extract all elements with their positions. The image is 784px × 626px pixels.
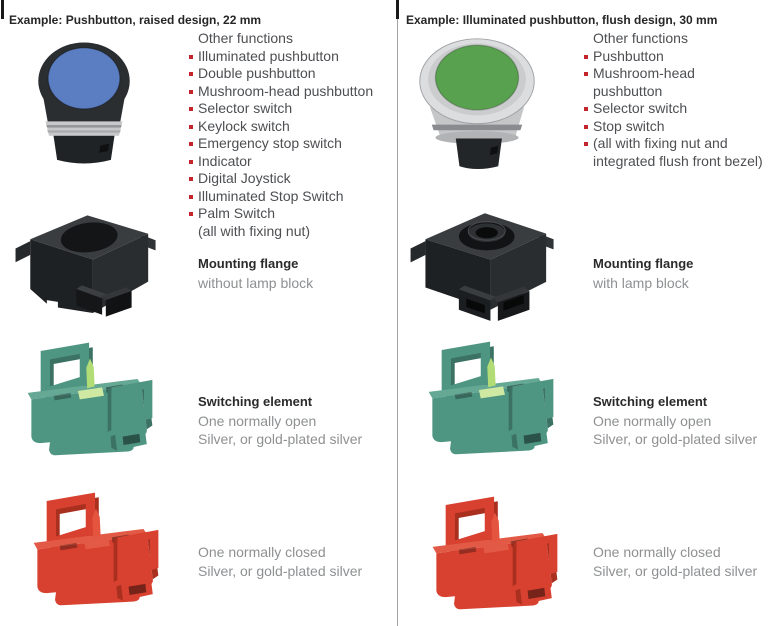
function-item: Mushroom-head pushbutton xyxy=(584,65,784,100)
function-item: Keylock switch xyxy=(189,118,397,136)
switching-element-closed-image xyxy=(26,488,166,609)
bullet-icon xyxy=(584,100,593,118)
switching-element-line2: Silver, or gold-plated silver xyxy=(198,431,363,447)
function-item-label: (all with fixing nut and integrated flus… xyxy=(593,135,763,169)
function-item: Mushroom-head pushbutton xyxy=(189,83,397,101)
pushbutton-raised-image xyxy=(30,38,138,168)
function-item-label: Emergency stop switch xyxy=(198,135,342,151)
function-item-label: Double pushbutton xyxy=(198,65,316,81)
switching-element-no-figure xyxy=(20,338,160,459)
bullet-icon xyxy=(189,100,198,118)
switching-element-line1: One normally open xyxy=(198,412,317,429)
switching-element-line1: One normally open xyxy=(593,412,712,429)
function-item: Emergency stop switch xyxy=(189,135,397,153)
function-item-label: Selector switch xyxy=(198,100,293,116)
function-item: Illuminated pushbutton xyxy=(189,48,397,66)
switching-element-closed-image xyxy=(425,492,565,613)
bullet-icon xyxy=(189,205,198,223)
bullet-icon xyxy=(189,65,198,83)
pushbutton-flush-figure xyxy=(417,33,537,172)
bullet-icon xyxy=(584,48,593,66)
switching-element-no-figure xyxy=(421,337,561,458)
switching-element-nc-figure xyxy=(425,492,565,613)
mounting-flange-figure xyxy=(10,202,162,318)
bullet-icon xyxy=(189,48,198,66)
function-item: (all with fixing nut) xyxy=(189,223,397,241)
pushbutton-raised-figure xyxy=(30,38,138,168)
switching-element-label: Switching element One normally open Silv… xyxy=(198,393,398,449)
mounting-flange-desc: with lamp block xyxy=(593,274,689,291)
function-item: Double pushbutton xyxy=(189,65,397,83)
switching-element-label: Switching element One normally open Silv… xyxy=(593,393,784,449)
column-divider xyxy=(397,0,398,626)
function-item: Palm Switch xyxy=(189,205,397,223)
switching-element-title: Switching element xyxy=(198,394,313,409)
function-item-label: Digital Joystick xyxy=(198,170,291,186)
other-functions-block: Other functions Pushbutton Mushroom-head… xyxy=(584,30,784,170)
function-item-label: Mushroom-head pushbutton xyxy=(593,65,695,99)
function-item-label: Keylock switch xyxy=(198,117,290,134)
mounting-flange-desc: without lamp block xyxy=(198,274,314,291)
function-item: Digital Joystick xyxy=(189,170,397,188)
column-header: Example: Illuminated pushbutton, flush d… xyxy=(406,12,718,27)
bullet-icon xyxy=(189,135,198,153)
header-tick xyxy=(396,0,399,19)
other-functions-block: Other functions Illuminated pushbutton D… xyxy=(189,30,397,240)
switching-element-closed-label: One normally closed Silver, or gold-plat… xyxy=(198,543,398,580)
switching-element-open-image xyxy=(421,337,561,458)
mounting-flange-image xyxy=(10,202,162,318)
bullet-icon xyxy=(189,153,198,171)
mounting-flange-lamp-image xyxy=(405,200,561,323)
function-item-label: Mushroom-head pushbutton xyxy=(198,82,374,99)
mounting-flange-label: Mounting flange without lamp block xyxy=(198,255,398,292)
function-item-label: Palm Switch xyxy=(198,205,276,221)
column-header: Example: Pushbutton, raised design, 22 m… xyxy=(9,12,262,27)
function-item-label: Selector switch xyxy=(593,100,688,116)
function-item: Pushbutton xyxy=(584,48,784,66)
function-item: Indicator xyxy=(189,153,397,171)
function-item: Illuminated Stop Switch xyxy=(189,188,397,206)
switching-element-line2: Silver, or gold-plated silver xyxy=(593,431,758,447)
function-item-label: Pushbutton xyxy=(593,47,664,64)
switching-element-closed-line2: Silver, or gold-plated silver xyxy=(593,562,758,579)
other-functions-list: Illuminated pushbutton Double pushbutton… xyxy=(189,48,397,241)
bullet-icon xyxy=(189,118,198,136)
pushbutton-flush-image xyxy=(417,33,537,172)
switching-element-nc-figure xyxy=(26,488,166,609)
function-item: Selector switch xyxy=(189,100,397,118)
function-item-label: Illuminated pushbutton xyxy=(198,47,339,64)
function-item-label: (all with fixing nut) xyxy=(198,222,311,239)
other-functions-heading: Other functions xyxy=(198,30,293,46)
function-item-label: Illuminated Stop Switch xyxy=(198,187,344,204)
other-functions-list: Pushbutton Mushroom-head pushbutton Sele… xyxy=(584,48,784,171)
mounting-flange-lamp-figure xyxy=(405,200,561,323)
function-item-label: Indicator xyxy=(198,152,252,169)
mounting-flange-title: Mounting flange xyxy=(593,256,694,271)
function-item: Stop switch xyxy=(584,118,784,136)
header-tick xyxy=(1,0,4,19)
switching-element-open-image xyxy=(20,338,160,459)
bullet-icon xyxy=(189,83,198,101)
bullet-icon xyxy=(584,65,593,83)
switching-element-closed-line1: One normally closed xyxy=(198,544,326,560)
switching-element-closed-label: One normally closed Silver, or gold-plat… xyxy=(593,543,784,580)
column-pushbutton-30mm: Example: Illuminated pushbutton, flush d… xyxy=(396,0,784,626)
column-pushbutton-22mm: Example: Pushbutton, raised design, 22 m… xyxy=(1,0,398,626)
function-item: Selector switch xyxy=(584,100,784,118)
function-item-label: Stop switch xyxy=(593,117,665,134)
switching-element-closed-line1: One normally closed xyxy=(593,544,721,560)
bullet-icon xyxy=(584,135,593,153)
switching-element-closed-line2: Silver, or gold-plated silver xyxy=(198,562,363,579)
other-functions-heading: Other functions xyxy=(593,30,688,46)
bullet-icon xyxy=(584,118,593,136)
mounting-flange-label: Mounting flange with lamp block xyxy=(593,255,784,292)
function-item: (all with fixing nut and integrated flus… xyxy=(584,135,784,170)
mounting-flange-title: Mounting flange xyxy=(198,256,299,271)
bullet-icon xyxy=(189,188,198,206)
switching-element-title: Switching element xyxy=(593,394,708,409)
bullet-icon xyxy=(189,170,198,188)
